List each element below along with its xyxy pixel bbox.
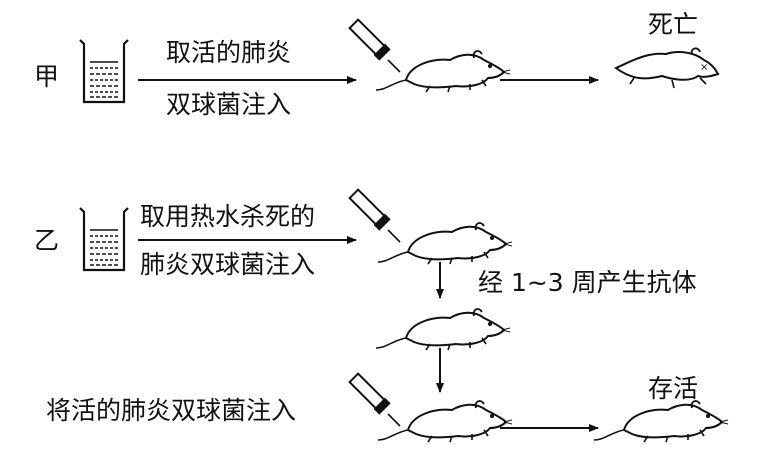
dead-mouse-icon <box>615 47 719 89</box>
step1-text: 经 1~3 周产生抗体 <box>478 268 697 297</box>
outcome-a-text: 死亡 <box>648 10 699 39</box>
beaker-b-icon <box>78 206 130 272</box>
syringe-b-icon <box>348 188 401 243</box>
mouse-b2-icon <box>375 308 511 351</box>
arrow-b-text-line1: 取用热水杀死的 <box>140 202 316 231</box>
syringe-a-icon <box>348 18 401 73</box>
outcome-b-text: 存活 <box>648 374 699 403</box>
group-label-a: 甲 <box>34 62 60 91</box>
alive-mouse-icon <box>593 400 729 443</box>
syringe-b2-icon <box>348 372 401 427</box>
arrow-a-text-line2: 双球菌注入 <box>166 90 292 119</box>
arrow-a-text-line1: 取活的肺炎 <box>166 38 292 67</box>
arrow-b-text-line2: 肺炎双球菌注入 <box>140 250 316 279</box>
mouse-a-icon <box>375 50 511 93</box>
group-label-b: 乙 <box>34 226 60 255</box>
step2-text: 将活的肺炎双球菌注入 <box>46 396 297 425</box>
mouse-b1-icon <box>377 222 513 265</box>
mouse-b3-icon <box>377 400 513 443</box>
beaker-a-icon <box>78 38 130 104</box>
